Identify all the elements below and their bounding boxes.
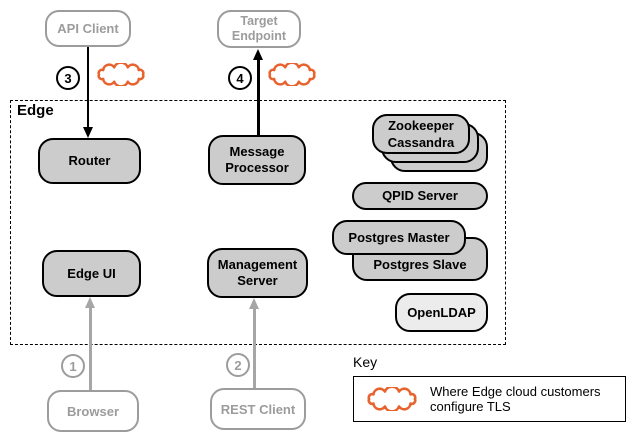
key-legend-text: Where Edge cloud customers configure TLS [430,383,601,415]
api-client-box: API Client [45,10,131,47]
browser-box: Browser [47,390,139,432]
message-processor-box: Message Processor [208,135,306,185]
arrow-shaft [253,308,256,388]
step-3-badge: 3 [56,66,80,90]
target-endpoint-box: Target Endpoint [217,10,301,48]
qpid-server-box: QPID Server [352,182,488,210]
arrow-shaft [89,307,92,390]
edge-zone: Edge [10,100,506,345]
tls-cloud-icon [97,63,145,86]
zookeeper-cassandra-box: Zookeeper Cassandra [372,114,470,154]
arrow-shaft [86,47,89,127]
arrow-shaft [257,59,260,135]
edge-ui-box: Edge UI [42,250,141,297]
key-title: Key [353,354,378,370]
key-legend-box: Where Edge cloud customers configure TLS [353,376,626,422]
tls-cloud-icon [268,63,316,86]
arrowhead-up [253,49,263,60]
openldap-box: OpenLDAP [395,293,488,332]
postgres-master-box: Postgres Master [332,220,466,255]
step-1-badge: 1 [61,354,85,378]
arrowhead-up [249,298,259,309]
step-4-badge: 4 [228,66,252,90]
cassandra-label: Cassandra [387,135,455,150]
arrowhead-up [85,297,95,308]
step-2-badge: 2 [226,353,250,377]
zookeeper-label: Zookeeper [388,118,454,133]
arrowhead-down [82,127,93,138]
router-box: Router [38,138,141,184]
tls-cloud-icon [367,387,417,411]
management-server-box: Management Server [207,248,308,298]
rest-client-box: REST Client [210,388,306,430]
edge-zone-label: Edge [17,102,54,119]
